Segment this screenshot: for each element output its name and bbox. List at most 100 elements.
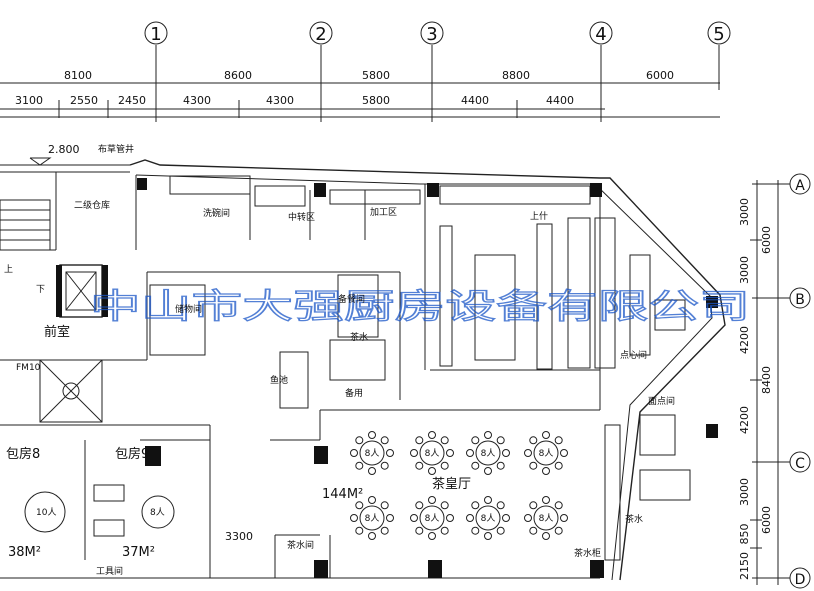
chair: [440, 436, 449, 445]
dim-right-major-1: 6000: [760, 226, 773, 254]
dim-top-minor-6: 5800: [362, 94, 390, 107]
grid-row-b: B: [795, 292, 805, 308]
chair: [484, 532, 492, 540]
chair: [386, 449, 394, 457]
round-table: [475, 440, 501, 466]
chair: [440, 461, 449, 470]
chair: [368, 467, 376, 475]
label-fire-door: FM10: [16, 363, 41, 373]
dim-top-major-3: 5800: [362, 69, 390, 82]
label-down: 下: [36, 285, 45, 295]
chair: [368, 532, 376, 540]
label-hot-dishes: 上什: [530, 210, 548, 222]
chair: [496, 461, 505, 470]
label-pipe: 布草管井: [98, 143, 134, 155]
chair: [410, 449, 418, 457]
chair: [560, 449, 568, 457]
chair: [355, 501, 364, 510]
dim-right-minor-5: 3000: [738, 478, 751, 506]
dim-top-minor-5: 4300: [266, 94, 294, 107]
chair: [355, 436, 364, 445]
label-prep2: 备用: [345, 387, 363, 399]
dim-top-minor-8: 4400: [546, 94, 574, 107]
label-transfer: 中转区: [288, 211, 315, 223]
chair: [428, 496, 436, 504]
dim-top-major-2: 8600: [224, 69, 252, 82]
dim-top-major-1: 8100: [64, 69, 92, 82]
grid-row-a: A: [795, 178, 805, 194]
chair: [368, 496, 376, 504]
chair: [386, 514, 394, 522]
chair: [484, 496, 492, 504]
label-tea-room: 茶水间: [287, 539, 314, 551]
label-pastry: 点心间: [620, 349, 647, 361]
dim-right-minor-3: 4200: [738, 326, 751, 354]
table-capacity: 8人: [539, 448, 554, 459]
chair: [350, 514, 358, 522]
label-tea: 茶水: [350, 331, 368, 343]
label-tool: 工具间: [96, 565, 123, 577]
chair: [529, 461, 538, 470]
table-capacity: 8人: [425, 513, 440, 524]
chair: [542, 532, 550, 540]
chair: [355, 461, 364, 470]
chair: [496, 526, 505, 535]
chair: [380, 526, 389, 535]
chair: [428, 532, 436, 540]
dim-top-minor-3: 2450: [118, 94, 146, 107]
round-table: [533, 505, 559, 531]
chair: [502, 449, 510, 457]
dim-right-minor-7: 2150: [738, 552, 751, 580]
chair: [440, 501, 449, 510]
chair: [529, 526, 538, 535]
chair: [502, 514, 510, 522]
table-capacity: 8人: [481, 513, 496, 524]
dim-corridor: 3300: [225, 530, 253, 543]
chair: [368, 431, 376, 439]
grid-col-5: 5: [713, 24, 724, 45]
chair: [542, 467, 550, 475]
grid-row-d: D: [795, 572, 806, 588]
chair: [554, 436, 563, 445]
chair: [415, 526, 424, 535]
label-hall: 茶皇厅: [432, 476, 471, 492]
grid-col-4: 4: [595, 24, 606, 45]
grid-col-2: 2: [315, 24, 326, 45]
label-tea-counter: 茶水柜: [574, 547, 601, 559]
chair: [380, 461, 389, 470]
round-table: [419, 440, 445, 466]
chair: [529, 436, 538, 445]
level-mark: 2.800: [48, 143, 80, 156]
table-capacity: 8人: [365, 448, 380, 459]
dim-right-major-3: 6000: [760, 506, 773, 534]
chair: [542, 431, 550, 439]
chair: [471, 436, 480, 445]
round-table: [475, 505, 501, 531]
round-table: [419, 505, 445, 531]
label-storage: 储物间: [175, 303, 202, 315]
round-table: [359, 505, 385, 531]
watermark: 中山市大强厨房设备有限公司: [90, 287, 750, 327]
chair: [350, 449, 358, 457]
table-capacity: 8人: [539, 513, 554, 524]
label-area8: 38M²: [8, 545, 41, 560]
dim-right-minor-1: 3000: [738, 198, 751, 226]
dim-top-minor-1: 3100: [15, 94, 43, 107]
chair: [554, 501, 563, 510]
chair: [466, 449, 474, 457]
label-processing: 加工区: [370, 207, 397, 218]
label-hall-area: 144M²: [322, 487, 363, 502]
label-pond: 鱼池: [270, 374, 288, 386]
chair: [380, 436, 389, 445]
chair: [554, 461, 563, 470]
chair: [560, 514, 568, 522]
chair: [524, 514, 532, 522]
dim-top-minor-2: 2550: [70, 94, 98, 107]
chair: [415, 461, 424, 470]
chair: [355, 526, 364, 535]
grid-col-1: 1: [150, 24, 161, 45]
chair: [428, 431, 436, 439]
label-area9: 37M²: [122, 545, 155, 560]
dim-top-minor-7: 4400: [461, 94, 489, 107]
